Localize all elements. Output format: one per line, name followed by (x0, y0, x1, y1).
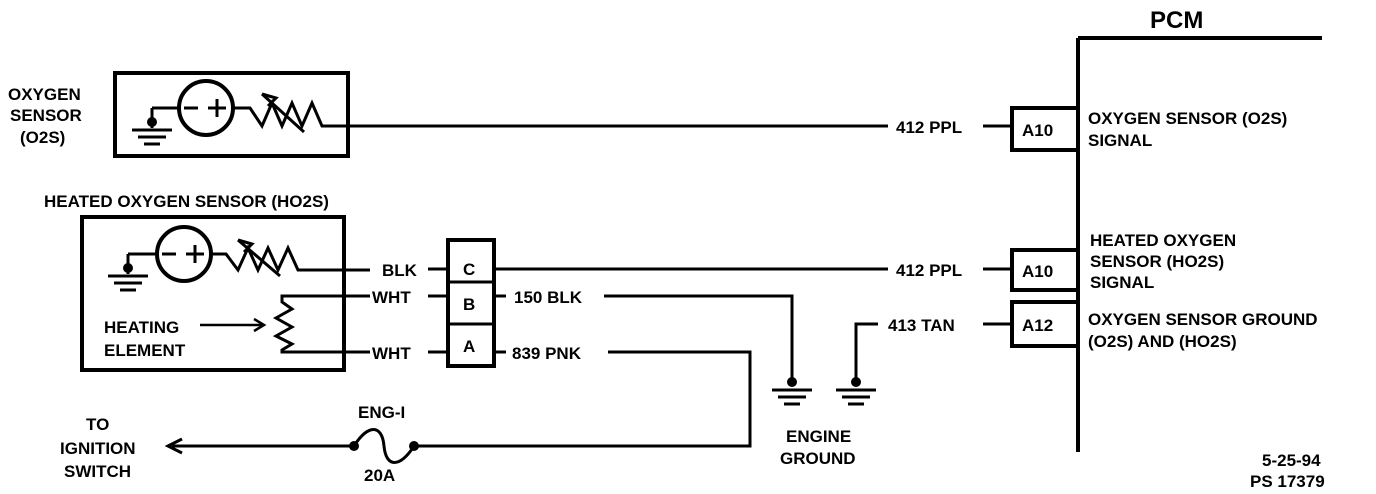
circuit-412-ho2s: 412 PPL (896, 261, 962, 280)
connector-pin-c: C (463, 260, 475, 279)
ho2s-ground-symbol (108, 252, 156, 292)
o2s-ground-symbol (132, 106, 180, 146)
circuit-839-pnk: 839 PNK (512, 344, 582, 363)
pcm-title: PCM (1150, 7, 1203, 34)
heating-arrow (200, 317, 267, 333)
o2s-label-line1: OXYGEN (8, 85, 81, 104)
wire-150-blk (604, 294, 794, 382)
o2s-label-line2: SENSOR (10, 106, 82, 125)
wire-label-blk: BLK (382, 261, 418, 280)
o2s-label-line3: (O2S) (20, 128, 65, 147)
ho2s-title: HEATED OXYGEN SENSOR (HO2S) (44, 192, 329, 211)
wire-413-tan (854, 322, 878, 382)
fuse-name: ENG-I (358, 403, 405, 422)
ignition-label-line1: TO (86, 415, 109, 434)
connector-body (446, 238, 496, 368)
wire-label-wht-2: WHT (372, 344, 411, 363)
pcm-desc-ground-line2: (O2S) AND (HO2S) (1088, 332, 1237, 351)
circuit-150-blk: 150 BLK (514, 288, 583, 307)
heating-element-resistor (272, 294, 370, 354)
o2s-variable-resistor-icon (233, 92, 348, 134)
pcm-desc-ground-line1: OXYGEN SENSOR GROUND (1088, 310, 1318, 329)
footer-ps: PS 17379 (1250, 472, 1325, 491)
ignition-label-line3: SWITCH (64, 462, 131, 481)
wire-839-pnk (418, 350, 752, 448)
circuit-413-tan: 413 TAN (888, 316, 955, 335)
pcm-pin-a10-o2s: A10 (1022, 121, 1053, 140)
pcm-desc-ho2s-line3: SIGNAL (1090, 273, 1154, 292)
engine-ground-symbol-1 (772, 377, 812, 406)
engine-ground-line1: ENGINE (786, 427, 851, 446)
pcm-desc-ho2s-line1: HEATED OXYGEN (1090, 231, 1236, 250)
circuit-412-o2s: 412 PPL (896, 118, 962, 137)
heating-element-label-line2: ELEMENT (104, 341, 186, 360)
ho2s-voltage-source-icon (155, 225, 213, 283)
o2s-sensor-box (113, 71, 350, 158)
ho2s-sensor-box (80, 215, 346, 372)
wire-label-wht-1: WHT (372, 288, 411, 307)
pcm-pin-a12: A12 (1022, 316, 1053, 335)
pcm-pin-box-a10-o2s (1010, 106, 1080, 152)
ho2s-variable-resistor-icon (211, 238, 370, 278)
fuse-icon (349, 428, 419, 464)
pcm-pin-a10-ho2s: A10 (1022, 262, 1053, 281)
pcm-desc-o2s-line1: OXYGEN SENSOR (O2S) (1088, 109, 1287, 128)
footer-date: 5-25-94 (1262, 451, 1321, 470)
engine-ground-symbol-2 (836, 377, 876, 406)
connector-pin-b: B (463, 295, 475, 314)
pcm-desc-o2s-line2: SIGNAL (1088, 131, 1152, 150)
pcm-desc-ho2s-line2: SENSOR (HO2S) (1090, 252, 1224, 271)
ignition-label-line2: IGNITION (60, 439, 136, 458)
heating-element-label-line1: HEATING (104, 318, 179, 337)
connector-pin-a: A (463, 337, 475, 356)
ignition-arrow-icon (164, 437, 183, 455)
engine-ground-line2: GROUND (780, 449, 856, 468)
o2s-voltage-source-icon (177, 79, 235, 137)
fuse-rating: 20A (364, 466, 395, 485)
